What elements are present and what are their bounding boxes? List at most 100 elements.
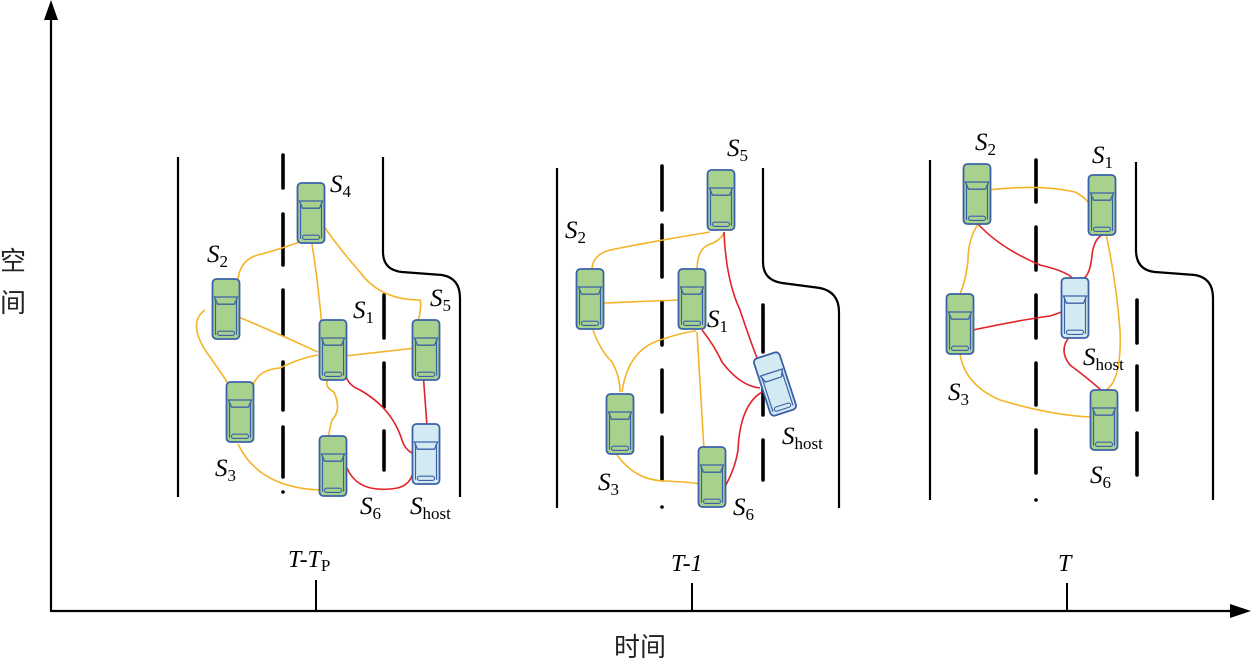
vehicle-s1 [1087, 174, 1117, 236]
road [176, 153, 462, 497]
link-s1-shost [345, 375, 415, 455]
vehicle-s2 [962, 163, 992, 225]
label-main: S [353, 297, 366, 324]
vehicle-rear-window [216, 330, 236, 336]
link-s6-shost [1063, 335, 1103, 392]
label-main: S [1092, 142, 1105, 169]
vehicle-windshield [607, 411, 633, 420]
vehicle-shost [753, 351, 797, 417]
vehicle-body [296, 182, 326, 244]
vehicle-side-lines [414, 443, 438, 480]
vehicle-windshield [413, 441, 439, 450]
vehicle-windshield [577, 286, 603, 295]
tick-label-main: T-T [288, 547, 323, 573]
label-main: S [727, 135, 740, 162]
link-s6-shost [722, 391, 763, 491]
vehicle-body [411, 423, 441, 485]
tick-label-main: T [1058, 551, 1073, 577]
vehicle-windshield [947, 311, 973, 320]
vehicle-label-shost: Shost [1083, 344, 1124, 374]
vehicle-windshield [320, 453, 346, 462]
label-subscript: 6 [1103, 473, 1112, 492]
link-s6-shost [346, 467, 414, 491]
label-main: S [782, 423, 795, 450]
link-s1-s5 [344, 347, 417, 357]
vehicle-windshield [227, 399, 253, 408]
vehicle-side-lines [1092, 409, 1116, 446]
interaction-links [195, 217, 428, 491]
label-subscript: 3 [228, 466, 237, 485]
tick-label-t-minus-1: T-1 [671, 551, 703, 577]
link-s1-shost [1077, 233, 1105, 282]
vehicle-label-s5: S5 [727, 135, 748, 165]
vehicle-side-lines [1090, 194, 1114, 231]
vehicle-rear-window [1092, 226, 1112, 232]
label-subscript: 2 [578, 228, 587, 247]
vehicle-label-s3: S3 [948, 379, 969, 409]
vehicle-rear-window [967, 215, 987, 221]
vehicle-label-s3: S3 [598, 469, 619, 499]
link-s5-shost [422, 371, 428, 427]
x-axis-arrowhead [1230, 604, 1251, 618]
label-main: S [430, 285, 443, 312]
vehicle-label-s1: S1 [1092, 142, 1113, 172]
vehicle-shost [411, 423, 441, 485]
vehicle-rear-window [1065, 329, 1085, 335]
road-right-edge [1134, 162, 1215, 500]
vehicle-rear-window [416, 475, 436, 481]
label-main: S [733, 494, 746, 521]
y-axis-arrowhead [44, 0, 58, 20]
label-main: S [1090, 462, 1103, 489]
vehicle-body [225, 381, 255, 443]
vehicle-s6 [697, 446, 727, 508]
vehicle-body [318, 319, 348, 381]
label-subscript: 2 [220, 252, 229, 271]
vehicle-rear-window [950, 345, 970, 351]
vehicle-body [605, 393, 635, 455]
link-s2-s5 [591, 231, 711, 271]
vehicle-s1 [318, 319, 348, 381]
vehicle-body [677, 268, 707, 330]
vehicle-label-s2: S2 [565, 217, 586, 247]
label-subscript: 2 [988, 140, 997, 159]
label-subscript: 6 [746, 505, 755, 524]
vehicle-windshield [1091, 407, 1117, 416]
vehicle-side-lines [228, 401, 252, 438]
vehicle-rear-window [1094, 441, 1114, 447]
road-right-edge [381, 157, 462, 497]
vehicle-windshield [320, 337, 346, 346]
vehicle-windshield [413, 337, 439, 346]
lane-dash-dot [1034, 498, 1038, 502]
road [555, 164, 841, 509]
label-subscript: host [795, 434, 824, 453]
vehicle-label-s2: S2 [975, 129, 996, 159]
vehicle-label-s3: S3 [215, 455, 236, 485]
link-s3-s6 [616, 454, 701, 485]
label-main: S [948, 379, 961, 406]
lane-dash-dot [660, 505, 664, 509]
vehicle-windshield [298, 200, 324, 209]
label-subscript: 1 [366, 308, 375, 327]
label-subscript: 1 [720, 317, 729, 336]
label-subscript: 3 [611, 480, 620, 499]
vehicle-s2 [575, 268, 605, 330]
vehicle-rear-window [682, 320, 702, 326]
vehicle-side-lines [578, 288, 602, 325]
vehicle-label-s6: S6 [360, 493, 381, 523]
vehicle-body [1089, 389, 1119, 451]
link-s2-s1 [987, 186, 1093, 211]
label-main: S [360, 493, 373, 520]
tick-label-main: T-1 [671, 551, 703, 577]
link-s3-shost [972, 309, 1065, 331]
label-main: S [975, 129, 988, 156]
vehicle-windshield [679, 286, 705, 295]
vehicle-side-lines [761, 370, 794, 412]
link-s1-shost [701, 329, 761, 389]
vehicle-rear-window [301, 234, 321, 240]
label-subscript: host [423, 504, 452, 523]
vehicle-side-lines [299, 202, 323, 239]
link-s4-s5 [317, 217, 422, 323]
vehicle-body [706, 169, 736, 231]
